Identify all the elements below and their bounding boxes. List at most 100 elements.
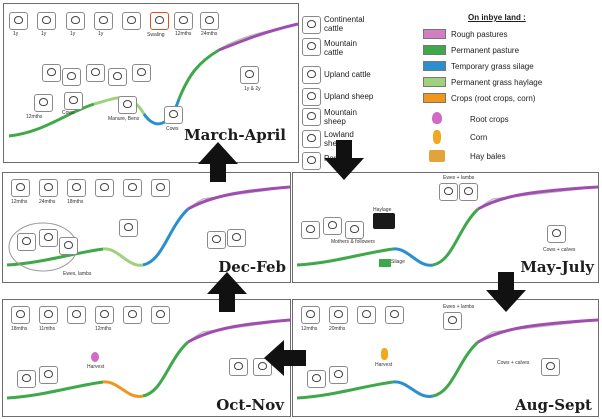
legend-label: Hay bales xyxy=(470,152,506,161)
continental-cattle-icon xyxy=(302,16,321,34)
panel-dec-feb: 12mths 24mths 18mths Ewes, lambs Dec-Feb xyxy=(2,172,291,283)
sheep-icon xyxy=(119,219,138,237)
sheep-icon xyxy=(439,183,458,201)
cattle-icon xyxy=(200,12,219,30)
terrain-profile xyxy=(296,185,598,267)
sheep-icon xyxy=(307,370,326,388)
upland-sheep-icon xyxy=(302,88,321,106)
panel-title: Aug-Sept xyxy=(514,396,592,414)
sheep-icon xyxy=(132,64,151,82)
pony-icon xyxy=(302,152,321,170)
sheep-icon xyxy=(39,229,58,247)
label-ponies-age: 1y & 2y xyxy=(244,86,261,92)
cattle-icon xyxy=(37,12,56,30)
label-cows-calves: Cows + calves xyxy=(497,360,530,366)
upland-cattle-icon xyxy=(302,66,321,84)
panel-aug-sept: 12mths 20mths Harvest Ewes + lambs Cows … xyxy=(292,299,599,417)
label-silage: Silage xyxy=(391,259,405,265)
cattle-icon xyxy=(227,229,246,247)
label-harvest: Harvest xyxy=(87,364,105,370)
sheep-icon xyxy=(86,64,105,82)
label-haylage: Haylage xyxy=(373,207,392,213)
cattle-icon xyxy=(229,358,248,376)
legend-label: Lowland sheep xyxy=(324,130,354,148)
pony-icon xyxy=(240,66,259,84)
cattle-icon xyxy=(174,12,193,30)
legend-label: Permanent pasture xyxy=(451,46,520,55)
silage-icon xyxy=(379,259,391,267)
cattle-icon xyxy=(9,12,28,30)
legend-label: Mountain sheep xyxy=(324,108,357,126)
label-manure: Manure, Bens xyxy=(108,116,140,122)
cattle-icon xyxy=(323,217,342,235)
sheep-icon xyxy=(59,237,78,255)
swatch-rough xyxy=(423,29,446,39)
legend-label: Rough pastures xyxy=(451,30,508,39)
pony-icon xyxy=(67,306,86,324)
legend-label: Continental cattle xyxy=(324,15,365,33)
sheep-icon xyxy=(42,64,61,82)
cattle-icon xyxy=(151,306,170,324)
sheep-icon xyxy=(34,94,53,112)
cattle-icon xyxy=(541,358,560,376)
legend-label: Temporary grass silage xyxy=(451,62,534,71)
sheep-icon xyxy=(443,312,462,330)
arrow-down-icon xyxy=(324,140,364,180)
cattle-icon xyxy=(357,306,376,324)
label-12mths: 12mths xyxy=(26,114,43,120)
panel-title: Dec-Feb xyxy=(218,258,286,276)
label-1y: 1y xyxy=(98,31,104,37)
arrow-down-icon xyxy=(486,272,526,312)
label-12mths: 12mths xyxy=(11,199,28,205)
cattle-icon xyxy=(345,221,364,239)
cattle-icon xyxy=(253,358,272,376)
label-ewes-lambs: Ewes + lambs xyxy=(443,304,475,310)
cattle-icon xyxy=(123,306,142,324)
label-18mths: 18mths xyxy=(11,326,28,332)
cattle-icon xyxy=(95,306,114,324)
sheep-icon xyxy=(62,68,81,86)
cattle-icon xyxy=(67,179,86,197)
panel-title: Oct-Nov xyxy=(216,396,284,414)
cattle-icon xyxy=(329,306,348,324)
corn-icon xyxy=(381,348,388,360)
label-cows-calves: Cows + calves xyxy=(543,247,576,253)
cattle-icon xyxy=(39,179,58,197)
legend-label: Upland sheep xyxy=(324,92,374,101)
label-12mths: 12mths xyxy=(175,31,192,37)
sheep-icon xyxy=(108,68,127,86)
label-24mths: 24mths xyxy=(201,31,218,37)
fire-icon xyxy=(150,12,169,30)
legend-label: Corn xyxy=(470,133,488,142)
cattle-icon xyxy=(11,179,30,197)
sheep-icon xyxy=(164,106,183,124)
sheep-icon xyxy=(64,92,83,110)
corn-icon xyxy=(433,130,441,144)
lowland-sheep-icon xyxy=(302,130,321,148)
label-1y: 1y xyxy=(70,31,76,37)
label-12mths: 12mths xyxy=(301,326,318,332)
label-1y: 1y xyxy=(13,31,19,37)
panel-oct-nov: 18mths 11mths 12mths Harvest Oct-Nov xyxy=(2,299,291,417)
label-12mths: 12mths xyxy=(95,326,112,332)
cattle-icon xyxy=(94,12,113,30)
label-20mths: 20mths xyxy=(329,326,346,332)
cattle-icon xyxy=(95,179,114,197)
cattle-icon xyxy=(301,221,320,239)
label-mothers: Mothers & followers xyxy=(331,239,375,245)
arrow-left-icon xyxy=(264,340,306,376)
cattle-icon xyxy=(301,306,320,324)
label-harvest: Harvest xyxy=(375,362,393,368)
terrain-profile xyxy=(296,318,598,400)
sheep-icon xyxy=(329,366,348,384)
label-cows: Cows xyxy=(166,126,179,132)
sheep-icon xyxy=(17,233,36,251)
panel-title: March-April xyxy=(184,126,286,144)
cattle-icon xyxy=(39,306,58,324)
label-11mths: 11mths xyxy=(39,326,56,332)
cattle-icon xyxy=(123,179,142,197)
terrain-profile xyxy=(6,318,290,400)
mountain-cattle-icon xyxy=(302,38,321,56)
legend-label: Mountain cattle xyxy=(324,39,357,57)
